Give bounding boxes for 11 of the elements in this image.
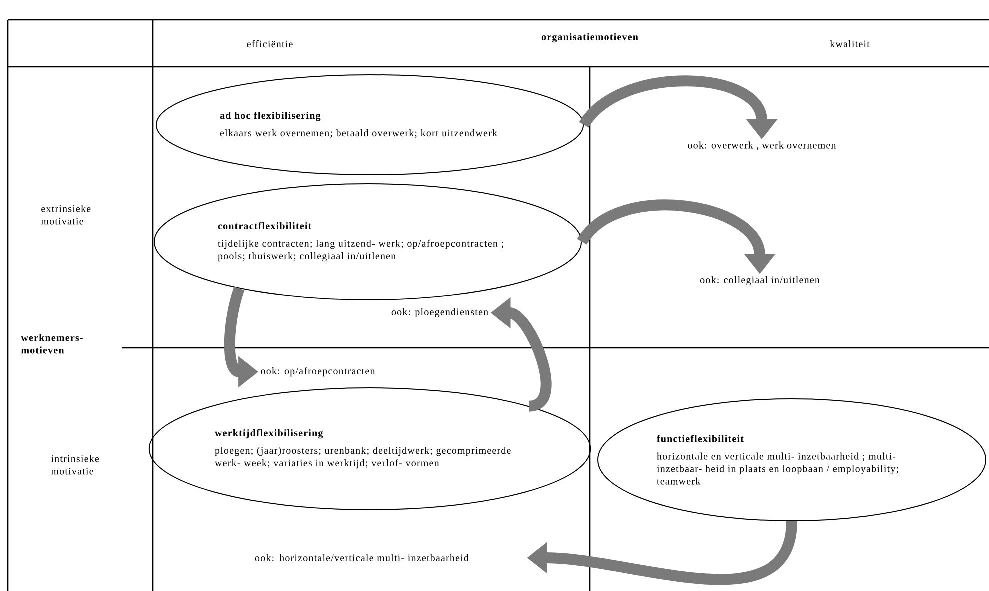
- note-text: ook: horizontale/verticale multi- inzetbaarheid: [255, 554, 469, 562]
- row-header: extrinsieke motivatie: [41, 205, 91, 225]
- column-header: efficiëntie: [247, 40, 293, 48]
- column-group-header: organisatiemotieven: [542, 33, 638, 43]
- note-text: ook: op/afroepcontracten: [261, 367, 376, 377]
- note-text: ook: overwerk , werk overnemen: [688, 142, 836, 150]
- note-text: ook: collegiaal in/uitlenen: [700, 276, 820, 286]
- column-header: kwaliteit: [830, 40, 870, 48]
- note-text: ook: ploegendiensten: [392, 308, 488, 318]
- row-group-header: werknemers- motieven: [21, 334, 83, 354]
- row-header: intrinsieke motivatie: [51, 455, 100, 475]
